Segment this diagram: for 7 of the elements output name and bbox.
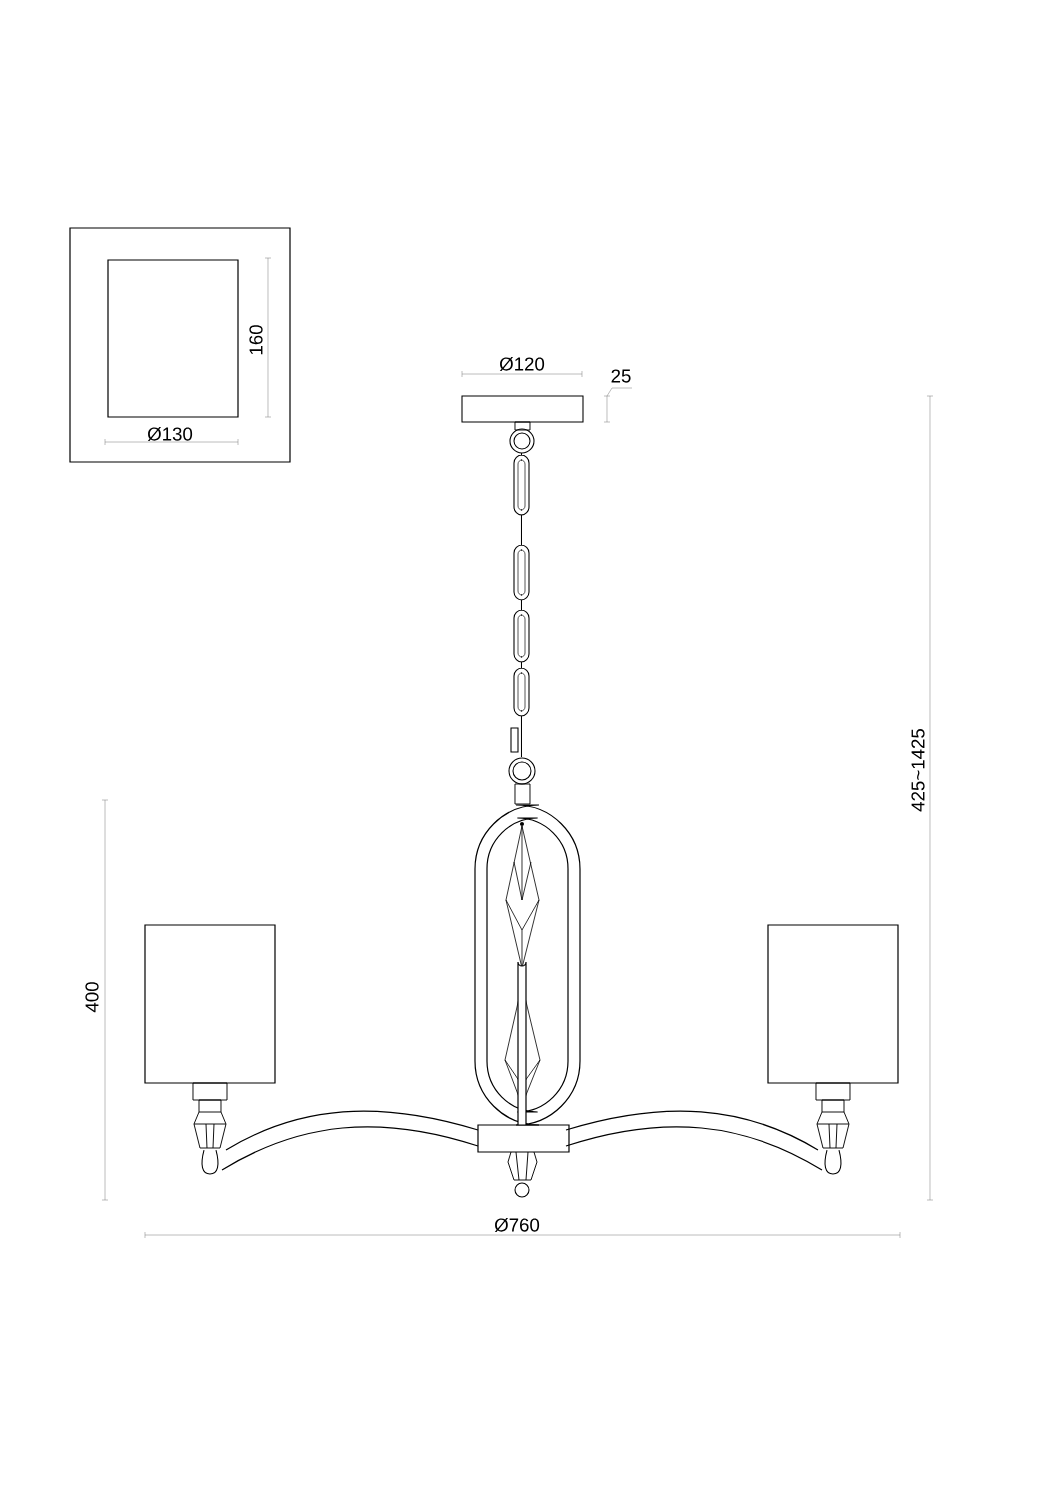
dimension-label: 160 [249,325,263,355]
dimension-label: Ø130 [147,427,193,441]
dimension-label: 425~1425 [911,729,925,812]
dimension-label: Ø760 [494,1218,540,1232]
dimension-label: Ø120 [499,357,545,371]
dimension-label: 400 [85,982,99,1013]
dimension-label: 25 [611,369,631,383]
